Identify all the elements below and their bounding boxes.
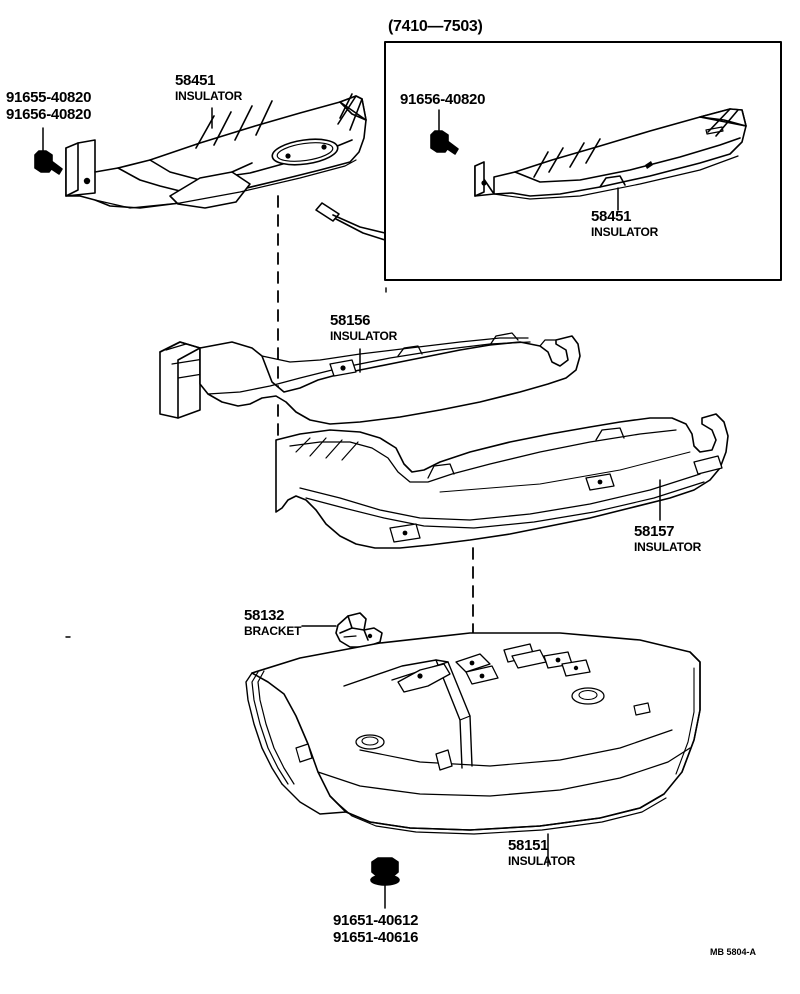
callout-inset-58451-name: INSULATOR	[591, 225, 659, 239]
callout-58451-number: 58451	[175, 72, 216, 89]
callout-58157-name: INSULATOR	[634, 540, 702, 554]
callout-58156-number: 58156	[330, 312, 371, 329]
part-58451-main-art	[65, 93, 367, 209]
part-58151-art	[245, 632, 701, 835]
callout-fastener-top-left-line2: 91656-40820	[6, 106, 92, 123]
callout-fastener-bottom-line2: 91651-40616	[333, 929, 419, 946]
callout-58132-name: BRACKET	[244, 624, 302, 638]
part-58156-art	[159, 332, 581, 425]
fastener-icon-inset-art	[430, 109, 459, 155]
diagram-watermark: MB 5804-A	[710, 947, 757, 957]
callout-58157-number: 58157	[634, 523, 675, 540]
callout-58156-name: INSULATOR	[330, 329, 398, 343]
part-58451-inset-art	[474, 108, 747, 200]
callout-inset-fastener: 91656-40820	[400, 91, 486, 108]
callout-58151-number: 58151	[508, 837, 549, 854]
callout-fastener-top-left-line1: 91655-40820	[6, 89, 92, 106]
part-58132-art	[335, 612, 383, 648]
fastener-icon-top-left-art	[34, 127, 63, 175]
inset-frame-rect	[384, 41, 782, 281]
callout-58132-number: 58132	[244, 607, 285, 624]
fastener-icon-bottom-art	[370, 857, 400, 909]
inset-pointer-arrow	[315, 202, 386, 241]
callout-58151-name: INSULATOR	[508, 854, 576, 868]
callout-fastener-bottom-line1: 91651-40612	[333, 912, 419, 929]
callout-58451-name: INSULATOR	[175, 89, 243, 103]
callout-inset-58451-number: 58451	[591, 208, 632, 225]
inset-date-range-title: (7410—7503)	[388, 18, 483, 35]
